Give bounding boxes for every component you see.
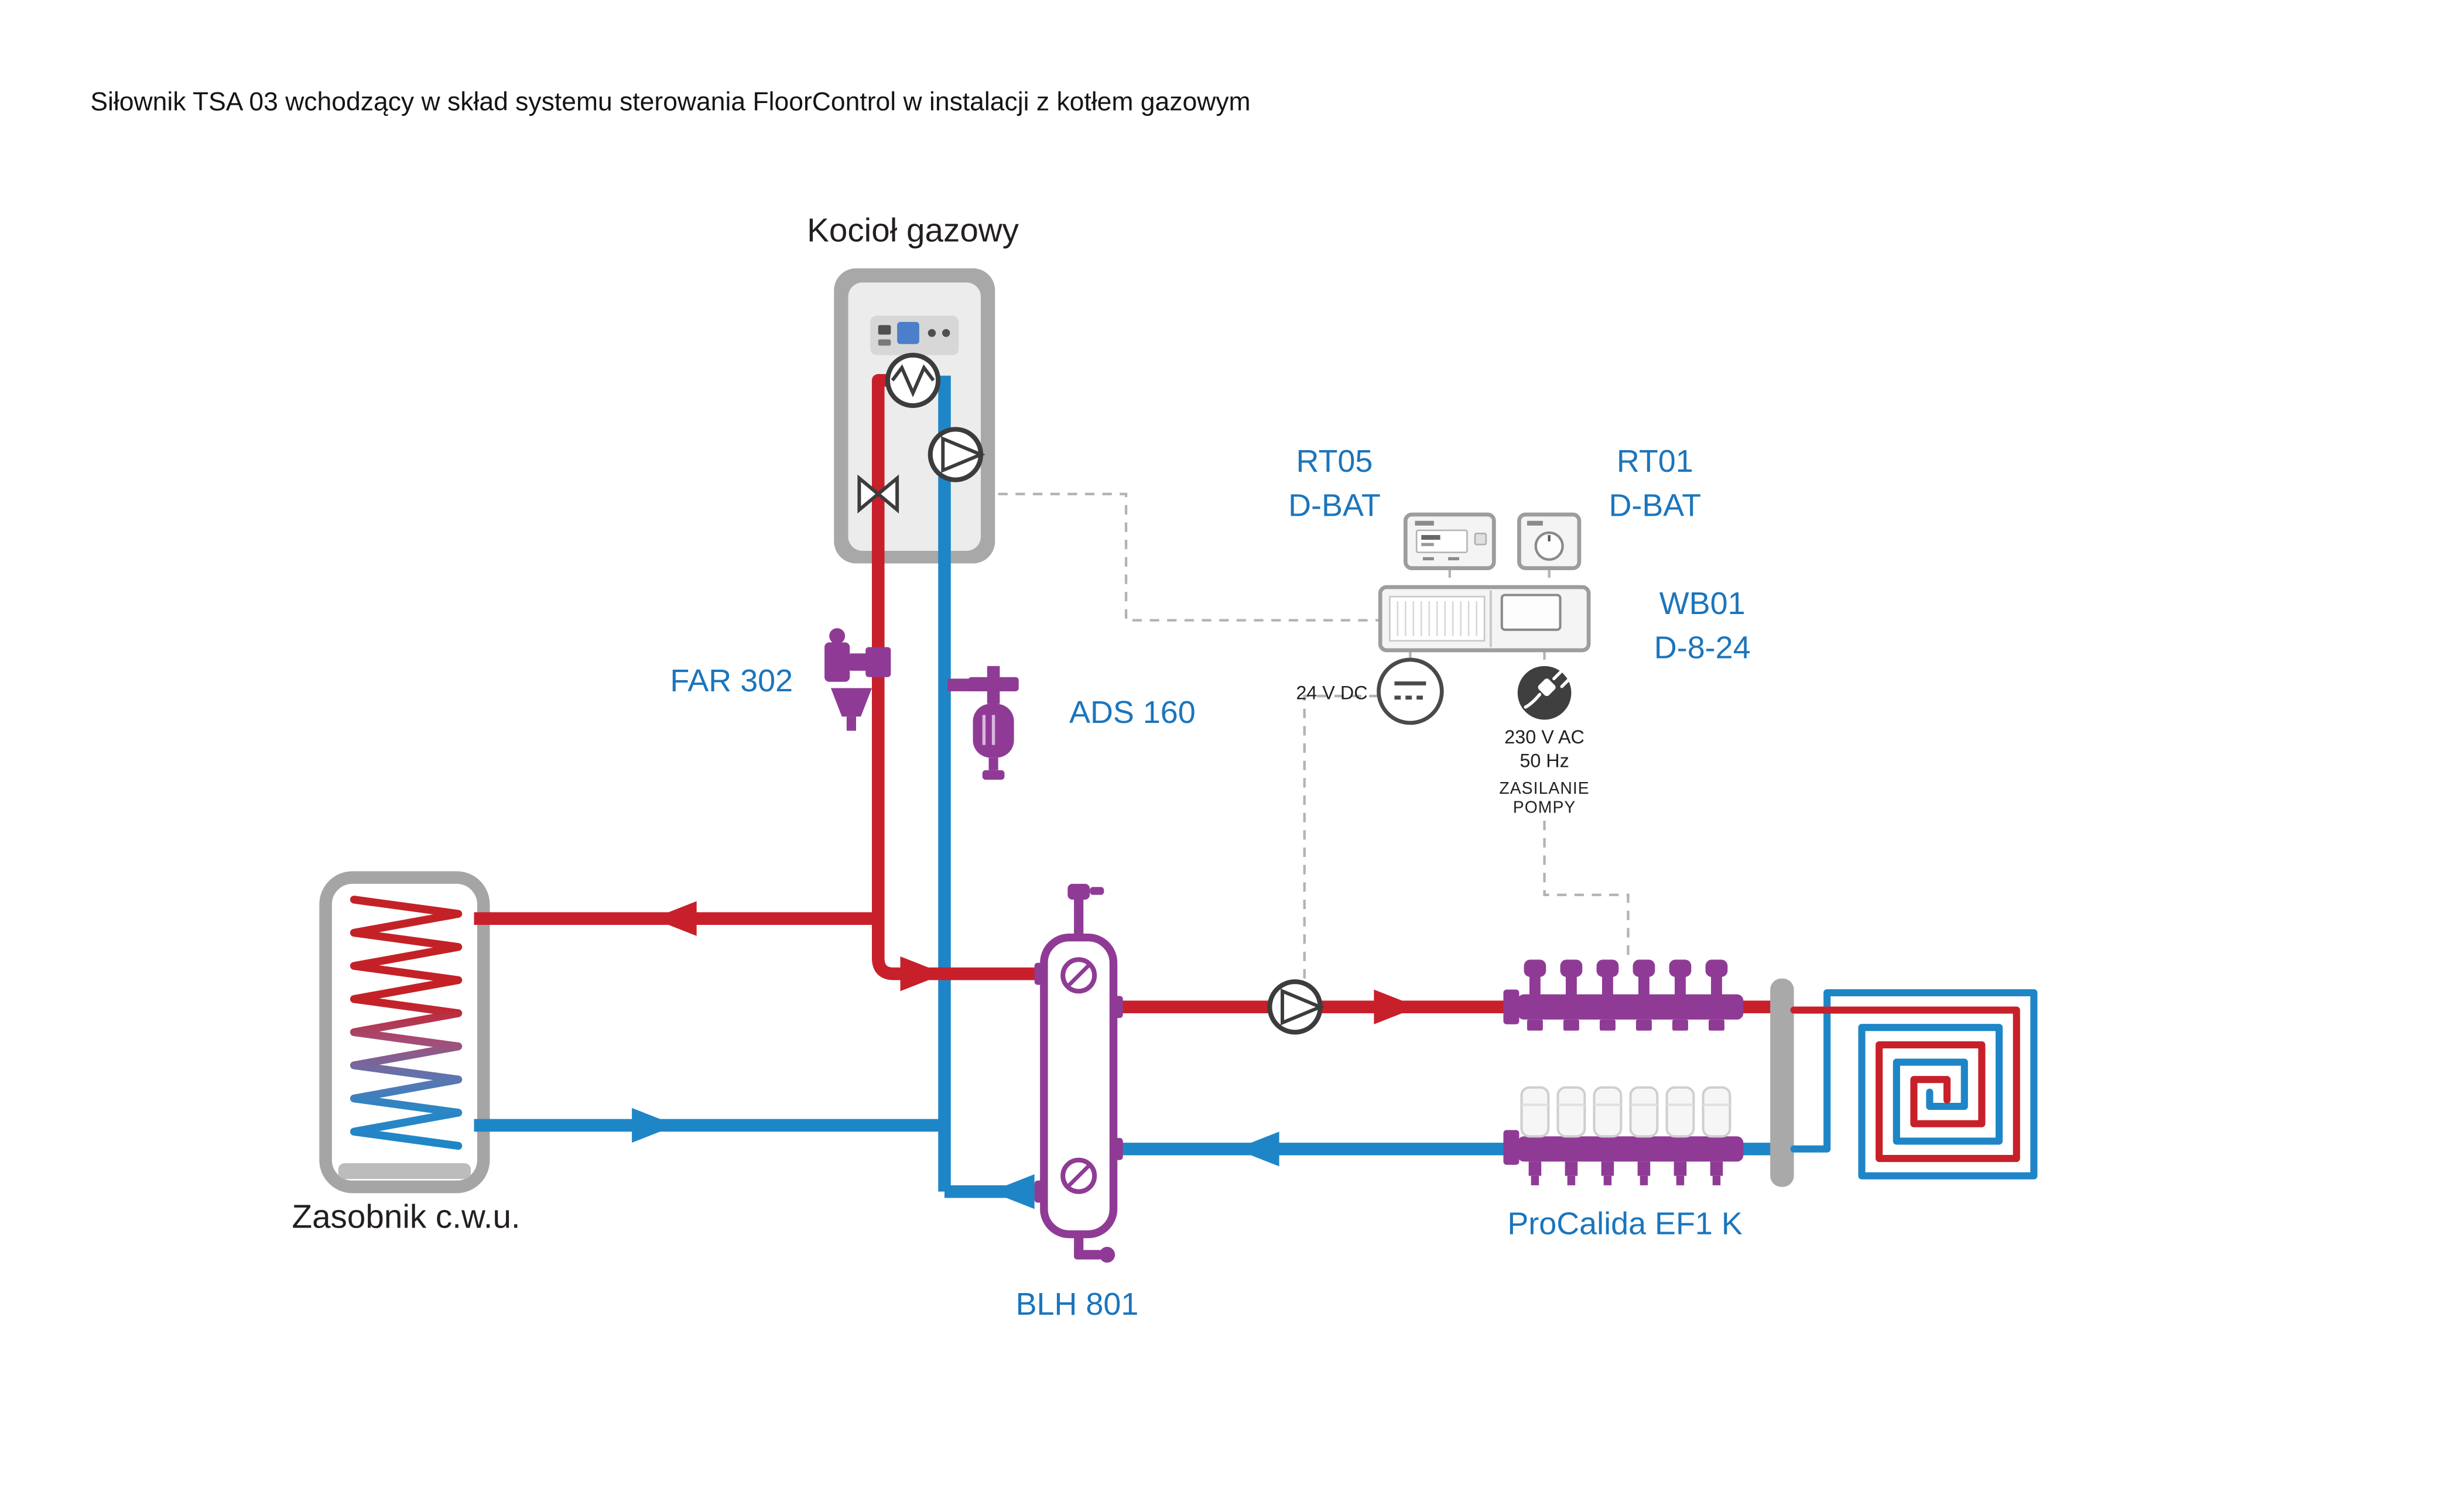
- rt01-thermostat: [1517, 512, 1582, 571]
- wb01-label-line1: WB01: [1659, 586, 1746, 621]
- wb01-label-line2: D-8-24: [1654, 630, 1751, 665]
- arrow-supply-to-separator: [900, 956, 945, 992]
- return-pipes: [474, 375, 1794, 1198]
- wire-boiler-to-wb01: [998, 492, 1381, 622]
- rt05-label-line1: RT05: [1296, 444, 1373, 479]
- mains-plug-icon: [1517, 666, 1572, 720]
- ads160-label: ADS 160: [1069, 695, 1196, 730]
- manifold-return-bar: [1517, 1136, 1744, 1162]
- arrow-supply-to-manifold: [1374, 989, 1418, 1024]
- tank-heating-coil: [350, 896, 463, 1150]
- ads-160-separator: [947, 666, 1019, 780]
- far-302-valve: [824, 628, 891, 731]
- psu-24vdc-icon: [1377, 657, 1444, 725]
- tsa03-actuator: [1703, 1088, 1730, 1185]
- tsa03-actuator: [1631, 1088, 1658, 1185]
- tsa03-actuator: [1594, 1088, 1621, 1185]
- rt05-thermostat: [1403, 512, 1496, 571]
- tank-label: Zasobnik c.w.u.: [292, 1198, 521, 1235]
- tsa03-actuator: [1558, 1088, 1585, 1185]
- wire-mains-to-manifold: [1543, 821, 1630, 956]
- dhw-tank: [319, 871, 490, 1194]
- psu-label: 24 V DC: [1296, 682, 1367, 703]
- wb01-controller: [1378, 585, 1591, 653]
- boiler-display: [897, 322, 919, 344]
- mains-label-line2: 50 Hz: [1520, 750, 1569, 771]
- manifold-label: ProCalida EF1 K: [1507, 1206, 1743, 1241]
- floor-edge-bar: [1770, 978, 1794, 1187]
- manifold-supply-bar: [1517, 994, 1744, 1020]
- blh-801-separator: [1034, 883, 1123, 1263]
- supply-boiler-line: [871, 374, 1046, 980]
- pump-power-label-line1: ZASILANIE: [1499, 779, 1589, 797]
- floor-heating-coil: [1790, 989, 2038, 1180]
- boiler-label: Kocioł gazowy: [807, 212, 1019, 249]
- coil-return-pipe: [1790, 989, 2038, 1180]
- arrow-supply-to-tank: [652, 901, 697, 936]
- pump-power-label-line2: POMPY: [1513, 798, 1576, 817]
- rt05-label-line2: D-BAT: [1288, 488, 1381, 523]
- mains-label-line1: 230 V AC: [1504, 726, 1585, 748]
- manifold-procalida: [1503, 959, 1744, 1185]
- tsa03-actuator: [1667, 1088, 1694, 1185]
- wire-psu-to-pump: [1303, 694, 1379, 982]
- rt01-label-line2: D-BAT: [1609, 488, 1701, 523]
- rt01-dial: [1534, 531, 1564, 561]
- control-wiring: [998, 492, 1630, 982]
- flow-arrows: [632, 901, 1418, 1209]
- arrow-return-from-floor: [1235, 1132, 1279, 1167]
- diagram-labels: Siłownik TSA 03 wchodzący w skład system…: [90, 88, 1750, 1322]
- blh801-label: BLH 801: [1016, 1287, 1139, 1322]
- three-way-valve-icon: [857, 474, 899, 514]
- arrow-return-to-boiler: [990, 1174, 1035, 1209]
- heat-exchanger-icon: [885, 352, 941, 408]
- arrow-return-from-tank: [632, 1108, 676, 1143]
- rt01-label-line1: RT01: [1617, 444, 1693, 479]
- gas-boiler: [834, 268, 995, 564]
- circulation-pump: [1267, 979, 1325, 1035]
- coil-supply-pipe: [1790, 1006, 2020, 1163]
- far302-label: FAR 302: [670, 663, 793, 698]
- wb01-display: [1500, 594, 1562, 631]
- rt05-display: [1415, 529, 1468, 554]
- diagram-title: Siłownik TSA 03 wchodzący w skład system…: [90, 88, 1250, 116]
- boiler-symbols: [857, 352, 985, 514]
- tsa03-actuator: [1521, 1088, 1548, 1185]
